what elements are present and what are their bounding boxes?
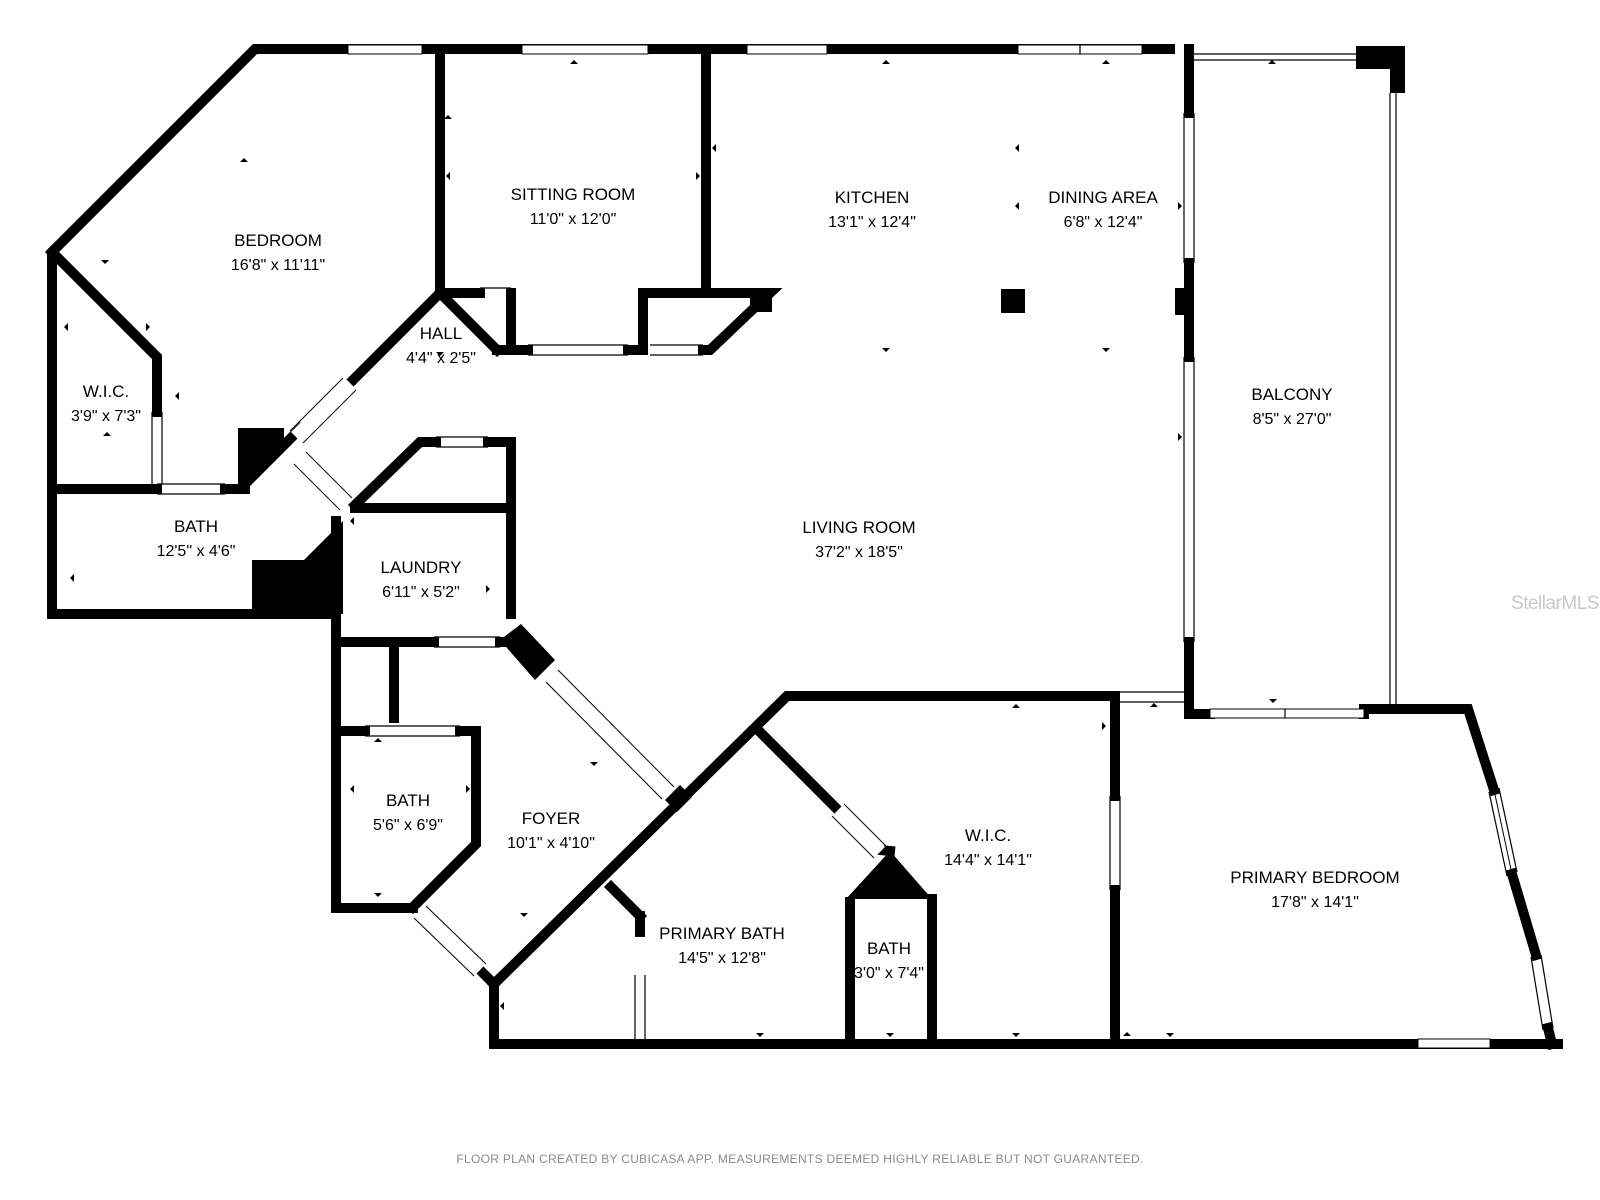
opening-hall-bedroom xyxy=(291,378,355,442)
windows xyxy=(347,44,1554,1049)
room-labels: BEDROOM 16'8" x 11'11" SITTING ROOM 11'0… xyxy=(71,185,1400,982)
pillar-kitchen-left xyxy=(750,288,772,312)
window-bedroom-top xyxy=(347,44,423,55)
bath-left-block-upper xyxy=(238,428,284,484)
bath-left-block-lower xyxy=(252,521,343,614)
room-dims-kitchen: 13'1" x 12'4" xyxy=(828,214,916,231)
window-primary-curve-1 xyxy=(1493,789,1513,875)
window-balcony-bottom xyxy=(1209,708,1365,719)
kitchen-column xyxy=(1001,289,1025,313)
foyer-corner-upper xyxy=(500,624,555,680)
room-name-hall: HALL xyxy=(420,324,463,343)
room-name-dining-area: DINING AREA xyxy=(1048,188,1158,207)
balcony-corner-post xyxy=(1356,46,1405,93)
wall-bath-diag xyxy=(237,421,308,492)
wall-hall-inner-diag xyxy=(432,285,505,358)
room-dims-foyer: 10'1" x 4'10" xyxy=(507,835,595,852)
room-name-sitting-room: SITTING ROOM xyxy=(511,185,636,204)
room-dims-living-room: 37'2" x 18'5" xyxy=(815,544,903,561)
dimension-ticks xyxy=(64,60,1277,1037)
room-name-laundry: LAUNDRY xyxy=(381,558,462,577)
room-name-living-room: LIVING ROOM xyxy=(802,518,915,537)
opening-wic-primary xyxy=(833,805,885,857)
room-name-bath-mid: BATH xyxy=(386,791,430,810)
wall-sitting-bottom xyxy=(623,288,783,355)
opening-bath-hall xyxy=(295,453,351,509)
wall-bathmid-right xyxy=(405,726,481,915)
room-name-bedroom: BEDROOM xyxy=(234,231,322,250)
window-kitchen-top xyxy=(746,44,828,55)
room-dims-bedroom: 16'8" x 11'11" xyxy=(231,257,325,274)
wall-laundry-top-diag xyxy=(347,437,441,513)
wall-laundry-top xyxy=(483,437,516,619)
walls xyxy=(44,44,1563,1051)
window-primary-curve-2 xyxy=(1530,956,1544,1031)
wall-foyer-right xyxy=(489,979,1563,1049)
room-dims-primary-bath: 14'5" x 12'8" xyxy=(678,950,766,967)
window-sitting-top xyxy=(521,44,649,55)
room-dims-wic-primary: 14'4" x 14'1" xyxy=(944,852,1032,869)
room-name-wic-primary: W.I.C. xyxy=(965,826,1011,845)
small-bath-corner xyxy=(846,851,932,899)
pillar-east xyxy=(1175,288,1191,315)
room-name-wic-left: W.I.C. xyxy=(83,382,129,401)
room-dims-wic-left: 3'9" x 7'3" xyxy=(71,408,141,425)
room-dims-hall: 4'4" x 2'5" xyxy=(406,350,476,367)
room-dims-sitting-room: 11'0" x 12'0" xyxy=(530,211,617,228)
wall-wic-left xyxy=(44,244,162,417)
wall-hall-left-diag xyxy=(342,285,448,391)
room-name-kitchen: KITCHEN xyxy=(835,188,910,207)
room-dims-laundry: 6'11" x 5'2" xyxy=(382,584,460,601)
room-dims-balcony: 8'5" x 27'0" xyxy=(1253,411,1332,428)
room-dims-bath-mid: 5'6" x 6'9" xyxy=(373,817,443,834)
window-primary-bottom xyxy=(1417,1038,1491,1049)
watermark: StellarMLS xyxy=(1511,593,1599,614)
room-name-balcony: BALCONY xyxy=(1251,385,1332,404)
wall-outer-north xyxy=(47,44,1175,619)
openings xyxy=(151,53,1397,1040)
room-name-bath-left: BATH xyxy=(174,517,218,536)
room-name-bath-small: BATH xyxy=(867,939,911,958)
room-name-primary-bath: PRIMARY BATH xyxy=(659,924,785,943)
room-name-primary-bedroom: PRIMARY BEDROOM xyxy=(1230,868,1399,887)
wall-primary-bath-diag xyxy=(486,691,1120,992)
wall-primary-bed-curve-mid xyxy=(1505,867,1543,962)
room-dims-primary-bedroom: 17'8" x 14'1" xyxy=(1271,894,1359,911)
room-dims-bath-small: 3'0" x 7'4" xyxy=(854,965,924,982)
room-name-foyer: FOYER xyxy=(522,809,581,828)
opening-foyer-living xyxy=(547,671,673,798)
wall-primary-bed-top xyxy=(1359,704,1501,797)
footer-disclaimer: FLOOR PLAN CREATED BY CUBICASA APP. MEAS… xyxy=(456,1152,1144,1166)
room-dims-dining-area: 6'8" x 12'4" xyxy=(1064,214,1143,231)
opening-foyer-entry xyxy=(415,906,485,976)
room-dims-bath-left: 12'5" x 4'6" xyxy=(157,543,236,560)
wall-primary-bath-inner-diag xyxy=(754,726,846,818)
